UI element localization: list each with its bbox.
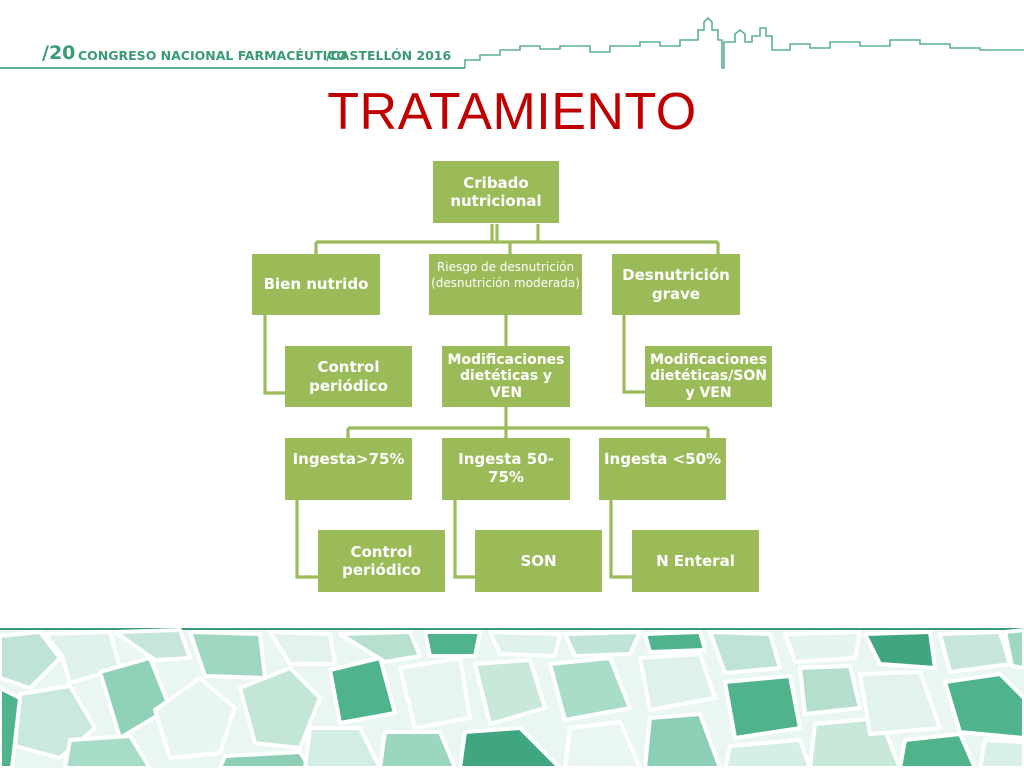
diagram-connectors — [263, 224, 720, 579]
node-bien-nutrido: Bien nutrido — [252, 254, 380, 315]
node-desnutricion-grave: Desnutrición grave — [612, 254, 740, 315]
congress-city: /CASTELLÓN 2016 — [326, 48, 452, 63]
node-ingesta-50-75: Ingesta 50-75% — [442, 438, 570, 500]
node-control-periodico-1: Control periódico — [285, 346, 412, 407]
mosaic-footer — [0, 628, 1024, 768]
node-n-enteral: N Enteral — [632, 530, 759, 592]
slide-title: TRATAMIENTO — [327, 83, 697, 141]
header-skyline — [0, 16, 1024, 69]
congress-edition: /20 — [42, 42, 76, 64]
node-son: SON — [475, 530, 602, 592]
node-riesgo-desnutricion: Riesgo de desnutrición (desnutrición mod… — [429, 254, 582, 315]
node-control-periodico-2: Control periódico — [318, 530, 445, 592]
node-ingesta-menor-50: Ingesta <50% — [599, 438, 726, 500]
node-modificaciones-dieteticas-ven: Modificaciones dietéticas y VEN — [442, 346, 570, 407]
node-modificaciones-son-ven: Modificaciones dietéticas/SON y VEN — [645, 346, 772, 407]
congress-name: CONGRESO NACIONAL FARMACÉUTICO — [78, 48, 348, 63]
castle-skyline-icon — [464, 16, 1024, 69]
node-cribado-nutricional: Cribado nutricional — [433, 161, 559, 223]
node-ingesta-mayor-75: Ingesta>75% — [285, 438, 412, 500]
